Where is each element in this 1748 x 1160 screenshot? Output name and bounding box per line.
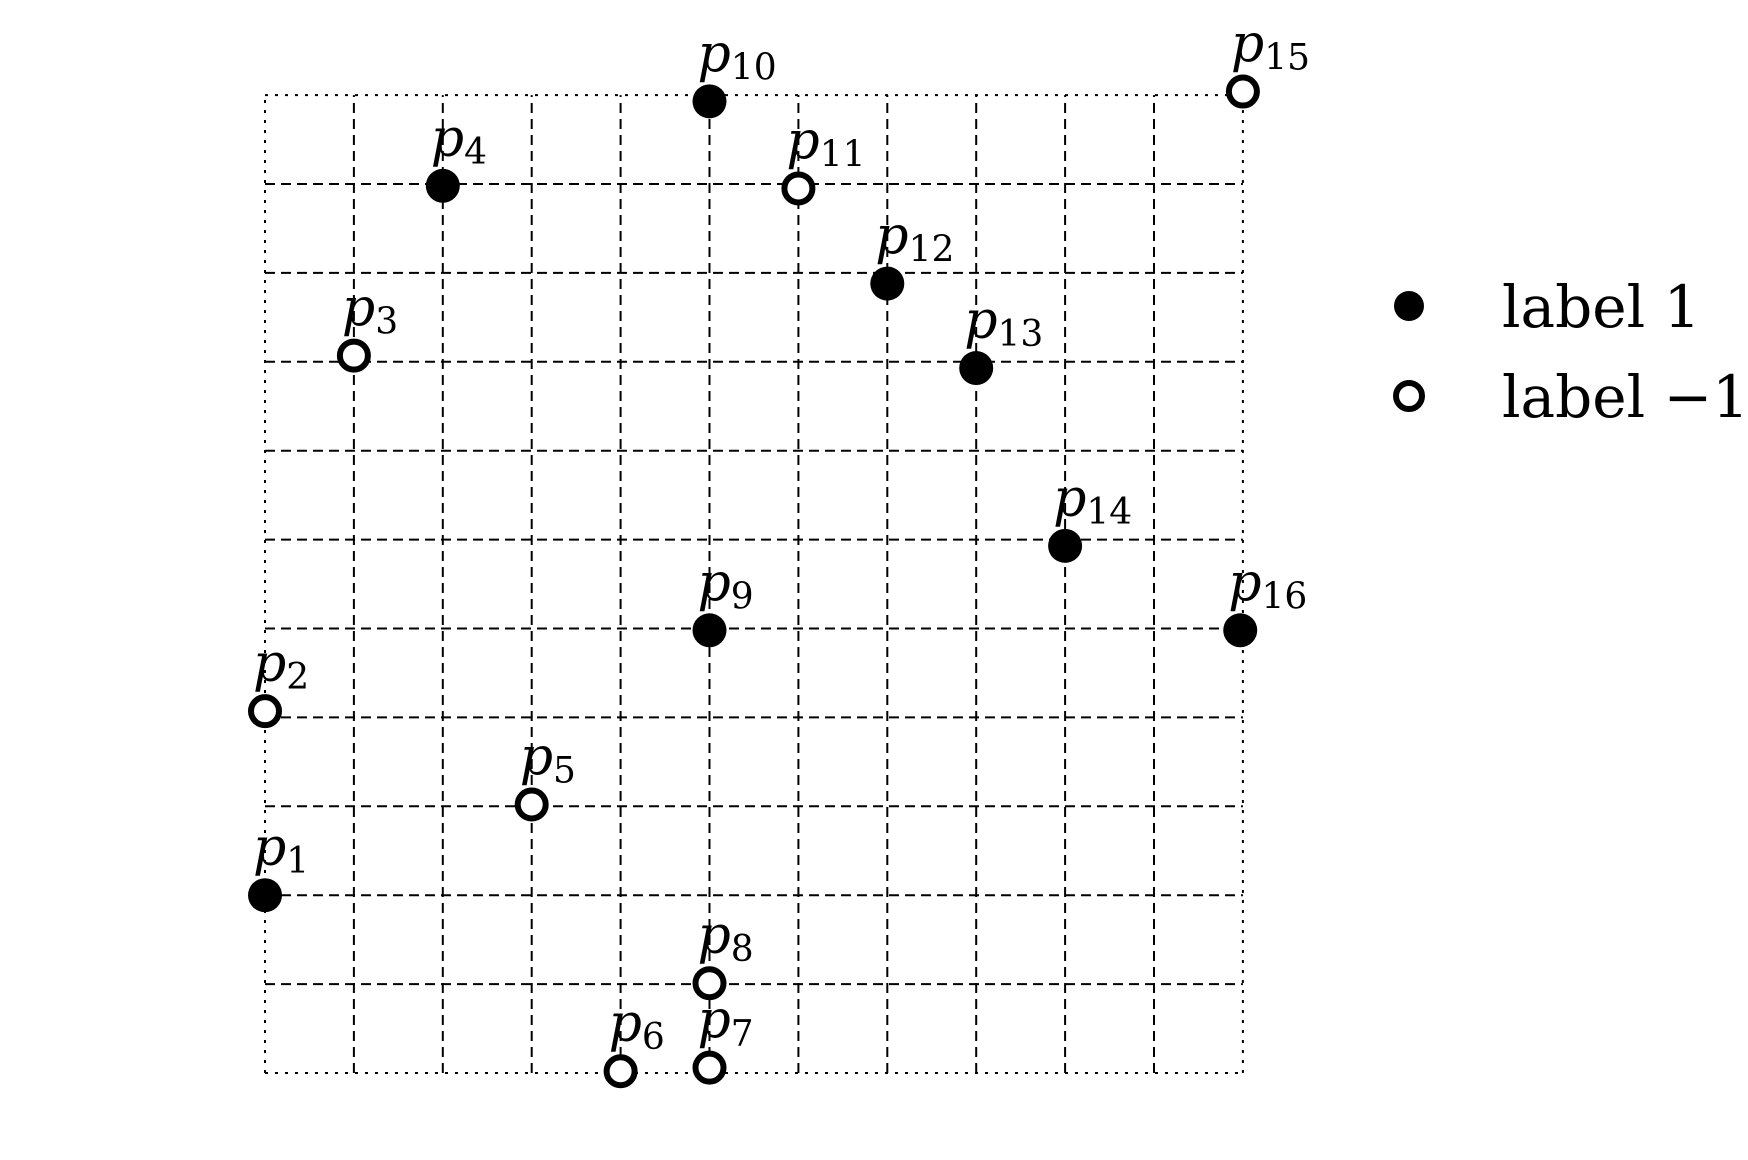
point-marker-p6 — [603, 1054, 638, 1089]
point-label-p10: p10 — [698, 24, 777, 88]
point-label-p8: p8 — [698, 906, 754, 970]
point-label-p9: p9 — [698, 553, 754, 617]
point-label-p14: p14 — [1053, 469, 1132, 533]
point-label-p6: p6 — [609, 994, 665, 1058]
point-marker-p16 — [1223, 613, 1258, 648]
point-label-p1: p1 — [253, 818, 309, 882]
point-marker-p10 — [692, 84, 727, 119]
point-marker-p3 — [336, 338, 371, 373]
point-label-p7: p7 — [698, 991, 754, 1055]
point-label-p5: p5 — [520, 728, 576, 792]
point-marker-p15 — [1225, 74, 1260, 109]
grid-lines — [264, 94, 1244, 1074]
point-marker-p9 — [692, 613, 727, 648]
point-marker-p8 — [692, 966, 727, 1001]
point-marker-p11 — [781, 171, 816, 206]
point-marker-p14 — [1048, 528, 1083, 563]
legend-marker-label-neg1 — [1393, 380, 1425, 412]
point-label-p12: p12 — [875, 207, 954, 271]
point-label-p11: p11 — [786, 111, 865, 175]
point-marker-p7 — [692, 1050, 727, 1085]
point-label-p15: p15 — [1231, 15, 1310, 79]
point-marker-p12 — [870, 266, 905, 301]
point-marker-p5 — [514, 787, 549, 822]
point-label-p13: p13 — [964, 291, 1043, 355]
point-marker-p1 — [248, 878, 282, 913]
point-label-p16: p16 — [1228, 553, 1307, 617]
legend-marker-label-1 — [1394, 291, 1424, 321]
legend-text-label-neg1: label −1 — [1502, 363, 1748, 431]
point-label-p3: p3 — [342, 279, 398, 343]
point-marker-p4 — [425, 168, 460, 203]
legend: label 1 label −1 — [1393, 273, 1748, 431]
point-label-p2: p2 — [253, 634, 309, 698]
legend-text-label-1: label 1 — [1502, 273, 1700, 341]
point-label-p4: p4 — [431, 109, 487, 173]
point-marker-p2 — [248, 694, 282, 729]
point-marker-p13 — [959, 351, 994, 386]
